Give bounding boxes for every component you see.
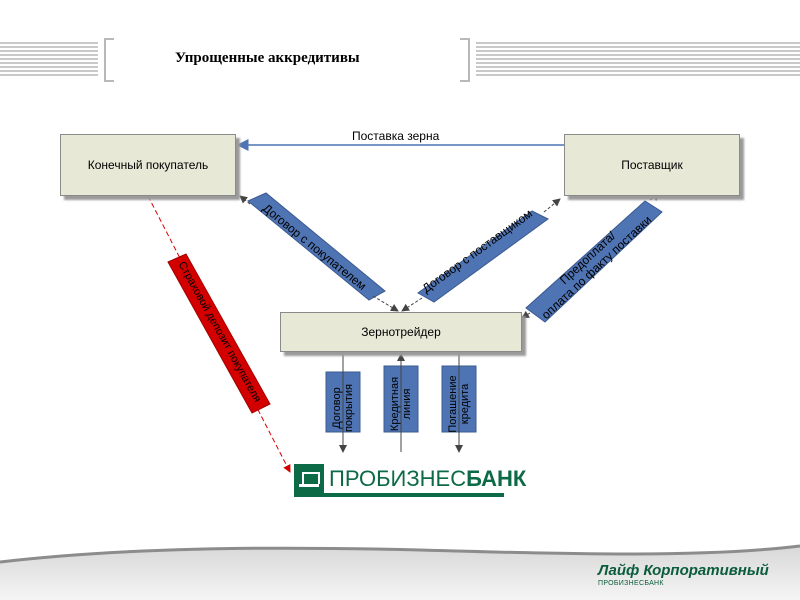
repayment-label: Погашение кредита	[447, 369, 471, 439]
repayment-line1: Погашение	[447, 375, 459, 433]
supplier-node: Поставщик	[564, 134, 740, 196]
prepayment-arrow-top	[649, 193, 661, 202]
buyer-node: Конечный покупатель	[60, 134, 236, 196]
coverage-contract-line1: Договор	[331, 387, 343, 429]
buyer-contract-arrow-top	[239, 195, 251, 205]
footer-sub: ПРОБИЗНЕСБАНК	[598, 580, 664, 587]
footer-wave	[0, 544, 800, 600]
bank-name-thin: ПРОБИЗНЕС	[329, 466, 467, 491]
credit-line-label: Кредитная линия	[389, 369, 413, 439]
trader-label: Зернотрейдер	[361, 325, 441, 339]
coverage-contract-line2: покрытия	[343, 383, 355, 433]
trader-node: Зернотрейдер	[280, 312, 522, 352]
supplier-contract-arrow-bottom	[401, 297, 423, 312]
buyer-contract-arrow-bottom	[372, 295, 399, 312]
bank-logo: ПРОБИЗНЕСБАНК	[294, 464, 526, 494]
header-stripes-left	[0, 42, 98, 76]
bank-name: ПРОБИЗНЕСБАНК	[329, 466, 526, 492]
header-stripes-right	[476, 42, 800, 76]
title-bracket-right	[460, 38, 470, 82]
footer-logo: Лайф Корпоративный ПРОБИЗНЕСБАНК	[598, 562, 769, 587]
prepayment-arrow-bottom	[521, 310, 531, 319]
bank-logo-underline	[294, 493, 504, 497]
supplier-contract-band	[417, 210, 549, 303]
credit-line-line2: линия	[401, 388, 413, 420]
title-bracket-left	[104, 38, 114, 82]
buyer-contract-band	[247, 192, 386, 301]
grain-delivery-label: Поставка зерна	[352, 129, 440, 143]
coverage-contract-label: Договор покрытия	[331, 378, 355, 438]
buyer-label: Конечный покупатель	[87, 158, 209, 172]
footer-brand: Лайф Корпоративный	[598, 562, 769, 579]
credit-line-line1: Кредитная	[389, 376, 401, 432]
page-title: Упрощенные аккредитивы	[175, 50, 360, 66]
bank-name-bold: БАНК	[466, 466, 527, 491]
prepayment-band	[525, 200, 663, 323]
bank-building-icon	[294, 464, 324, 494]
supplier-label: Поставщик	[621, 158, 683, 172]
repayment-line2: кредита	[459, 383, 471, 425]
insurance-deposit-band	[167, 253, 271, 414]
supplier-contract-arrow-top	[543, 198, 561, 213]
